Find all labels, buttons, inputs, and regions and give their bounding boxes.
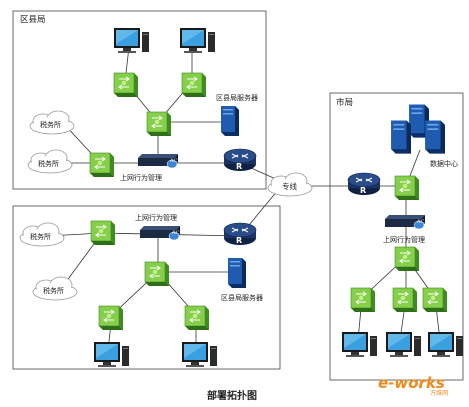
data-center-servers bbox=[391, 104, 445, 154]
top-county-server-label: 区县局服务器 bbox=[216, 93, 258, 102]
city-switch-2 bbox=[392, 287, 418, 313]
top-pc-left bbox=[114, 28, 149, 53]
top-behavior-label: 上网行为管理 bbox=[120, 173, 162, 182]
city-ac-label: AC bbox=[416, 219, 425, 225]
dedicated-line-label: 专线 bbox=[282, 181, 297, 191]
bottom-core-switch bbox=[144, 261, 170, 287]
top-tax-cloud-2-label: 税务所 bbox=[38, 159, 59, 168]
top-tax-cloud-1-label: 税务所 bbox=[40, 120, 61, 129]
top-access-switch bbox=[89, 152, 115, 178]
top-switch-right bbox=[181, 72, 207, 98]
top-pc-right bbox=[180, 28, 215, 53]
bottom-pc-left bbox=[94, 342, 129, 367]
bottom-behavior-label: 上网行为管理 bbox=[135, 213, 177, 222]
top-router-label: R bbox=[236, 162, 242, 171]
top-county-server bbox=[221, 106, 239, 136]
city-behavior-label: 上网行为管理 bbox=[383, 235, 425, 244]
city-pc-2 bbox=[386, 332, 421, 357]
county-region-top bbox=[12, 10, 267, 190]
bottom-router-label: R bbox=[236, 236, 242, 245]
city-switch-3 bbox=[422, 287, 448, 313]
bottom-tax-cloud-1-label: 税务所 bbox=[30, 232, 51, 241]
city-core-switch bbox=[394, 175, 420, 201]
county-region-bottom bbox=[12, 205, 281, 370]
city-distribution-switch bbox=[394, 246, 420, 272]
city-pc-1 bbox=[342, 332, 377, 357]
bottom-ac-label: AC bbox=[171, 230, 180, 236]
bottom-pc-right bbox=[182, 342, 217, 367]
connection-lines bbox=[47, 46, 441, 351]
city-region-label: 市局 bbox=[336, 97, 353, 108]
city-switch-1 bbox=[350, 287, 376, 313]
bottom-county-server bbox=[228, 258, 246, 288]
top-core-switch bbox=[146, 111, 172, 137]
bottom-tax-cloud-2-label: 税务所 bbox=[43, 286, 64, 295]
watermark-logo: e-works bbox=[378, 374, 445, 392]
city-region bbox=[329, 92, 464, 381]
bottom-access-switch bbox=[90, 220, 116, 246]
bottom-switch-right bbox=[184, 305, 210, 331]
data-center-label: 数据中心 bbox=[430, 159, 458, 168]
top-ac-label: AC bbox=[169, 158, 178, 164]
bottom-county-server-label: 区县局服务器 bbox=[221, 293, 263, 302]
bottom-switch-left bbox=[98, 305, 124, 331]
county-region-label: 区县局 bbox=[20, 15, 46, 25]
top-switch-left bbox=[113, 72, 139, 98]
city-router-label: R bbox=[360, 186, 366, 195]
watermark-sub: 万维网 bbox=[430, 389, 448, 397]
diagram-caption: 部署拓扑图 bbox=[207, 389, 257, 402]
city-pc-3 bbox=[428, 332, 463, 357]
